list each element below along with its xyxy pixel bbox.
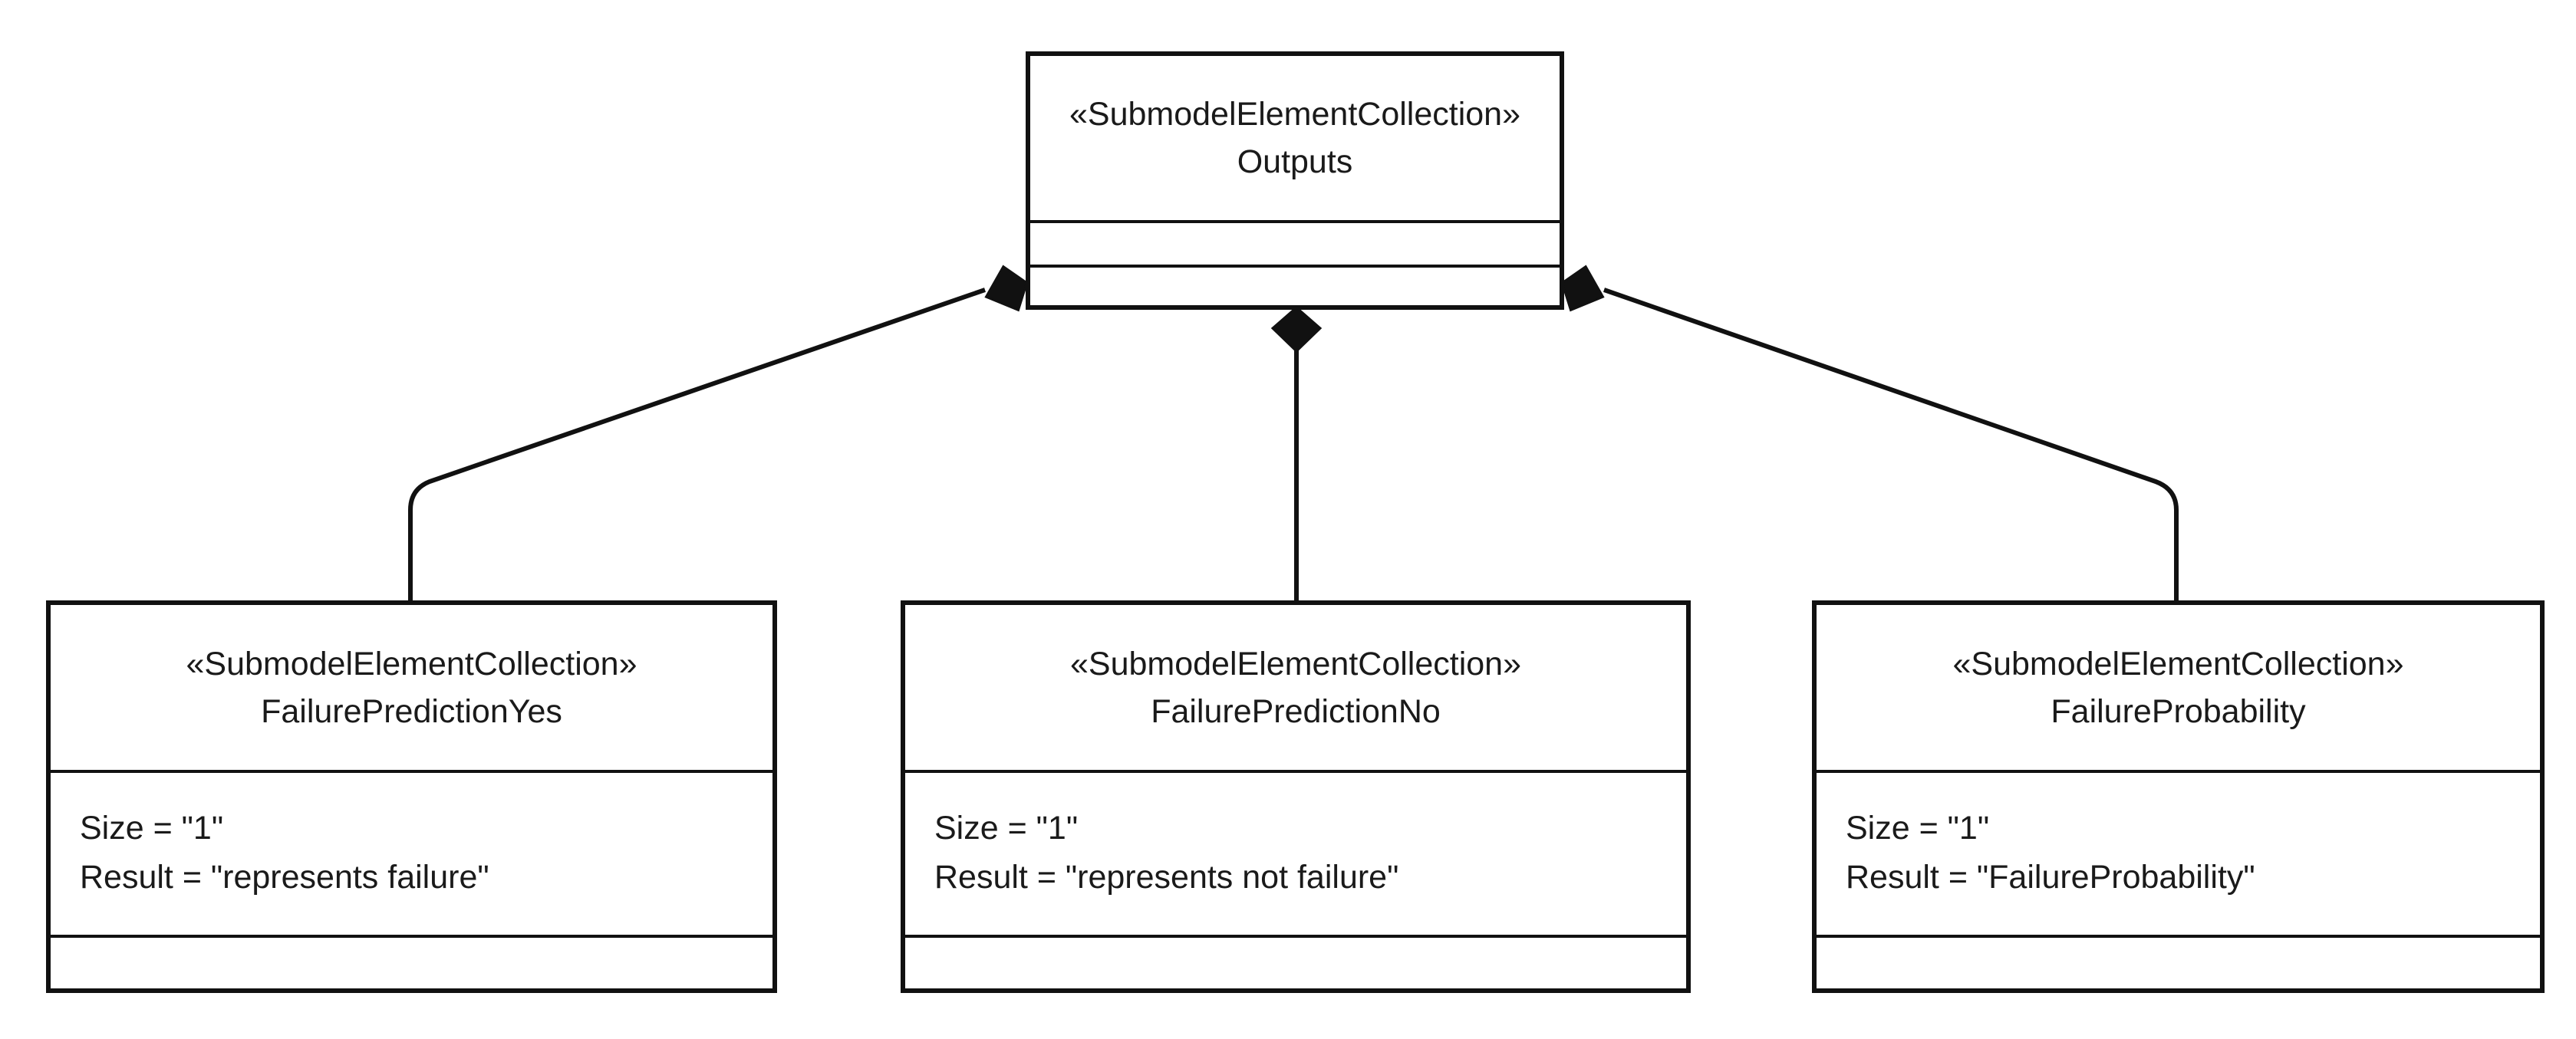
class-box-failure-probability[interactable]: «SubmodelElementCollection» FailureProba…	[1812, 600, 2545, 993]
attribute-compartment	[1030, 220, 1560, 265]
attribute-compartment: Size = "1" Result = "FailureProbability"	[1817, 770, 2540, 935]
operation-compartment	[905, 935, 1686, 988]
name-compartment: «SubmodelElementCollection» FailureProba…	[1817, 605, 2540, 770]
attribute-compartment: Size = "1" Result = "represents not fail…	[905, 770, 1686, 935]
attribute-size: Size = "1"	[934, 810, 1079, 847]
class-name: FailureProbability	[2051, 692, 2306, 730]
attribute-compartment: Size = "1" Result = "represents failure"	[51, 770, 772, 935]
attribute-size: Size = "1"	[80, 810, 224, 847]
stereotype-label: «SubmodelElementCollection»	[1952, 645, 2404, 682]
stereotype-label: «SubmodelElementCollection»	[186, 645, 637, 682]
class-name: FailurePredictionYes	[261, 692, 562, 730]
operation-compartment	[51, 935, 772, 988]
class-name: FailurePredictionNo	[1151, 692, 1441, 730]
class-box-outputs[interactable]: «SubmodelElementCollection» Outputs	[1026, 51, 1564, 310]
attribute-size: Size = "1"	[1846, 810, 1990, 847]
composition-line-failure-prediction-yes	[408, 288, 986, 600]
attribute-result: Result = "represents failure"	[80, 859, 489, 896]
class-box-failure-prediction-no[interactable]: «SubmodelElementCollection» FailurePredi…	[901, 600, 1691, 993]
name-compartment: «SubmodelElementCollection» Outputs	[1030, 56, 1560, 220]
operation-compartment	[1817, 935, 2540, 988]
name-compartment: «SubmodelElementCollection» FailurePredi…	[905, 605, 1686, 770]
composition-diamond-failure-probability	[1560, 265, 1605, 312]
stereotype-label: «SubmodelElementCollection»	[1069, 645, 1522, 682]
operation-compartment	[1030, 265, 1560, 305]
name-compartment: «SubmodelElementCollection» FailurePredi…	[51, 605, 772, 770]
attribute-result: Result = "FailureProbability"	[1846, 859, 2255, 896]
composition-diamond-failure-prediction-yes	[984, 265, 1029, 312]
composition-diamond-failure-prediction-no	[1270, 306, 1323, 353]
stereotype-label: «SubmodelElementCollection»	[1069, 96, 1521, 133]
class-box-failure-prediction-yes[interactable]: «SubmodelElementCollection» FailurePredi…	[46, 600, 777, 993]
class-name: Outputs	[1237, 143, 1353, 180]
composition-line-failure-probability	[1603, 288, 2179, 600]
attribute-result: Result = "represents not failure"	[934, 859, 1399, 896]
